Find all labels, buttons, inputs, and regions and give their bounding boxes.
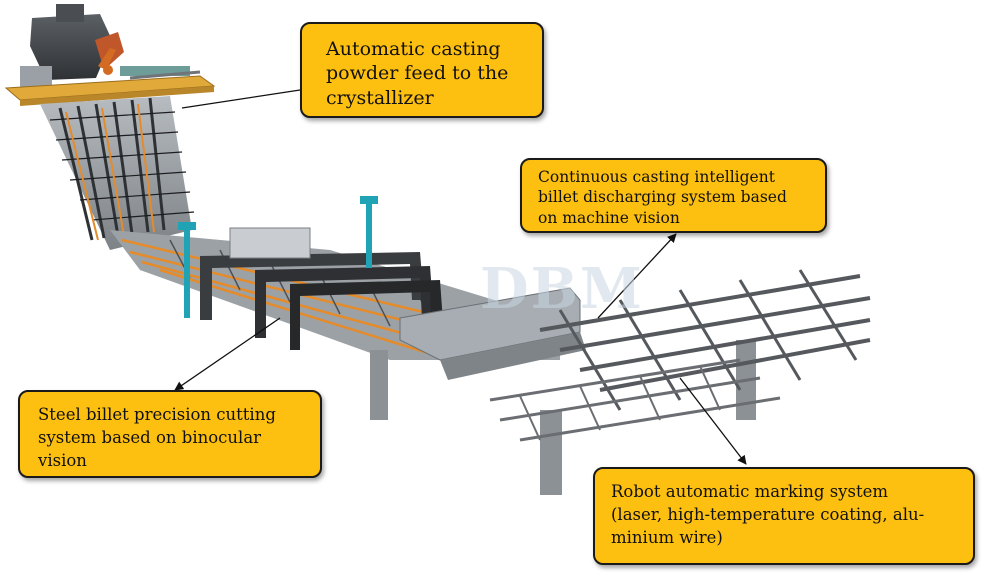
casting-platform [4,66,216,106]
watermark: DBM [480,256,644,322]
ladle-turret [20,4,124,88]
callout-cutting: Steel billet precision cutting system ba… [18,390,322,478]
leader-marking [679,377,747,465]
transfer-table [489,358,781,442]
callout-marking: Robot automatic marking system (laser, h… [593,467,975,565]
callout-cutting-text: Steel billet precision cutting system ba… [38,405,276,470]
callout-discharging: Continuous casting intelligent billet di… [520,158,827,233]
callout-powder-feed-text: Automatic casting powder feed to the cry… [326,38,509,109]
leader-lines [174,89,747,465]
leader-discharging [597,233,677,319]
callout-powder-feed: Automatic casting powder feed to the cry… [300,22,544,118]
torch-columns [178,196,378,318]
cutting-gantries [200,227,444,350]
leader-cutting [174,317,281,391]
callout-discharging-text: Continuous casting intelligent billet di… [538,168,787,227]
leader-powder-feed [181,89,301,109]
callout-marking-text: Robot automatic marking system (laser, h… [611,482,925,547]
cooling-bed [539,269,871,411]
robot-arm [98,48,116,75]
strand-segments [40,96,195,250]
